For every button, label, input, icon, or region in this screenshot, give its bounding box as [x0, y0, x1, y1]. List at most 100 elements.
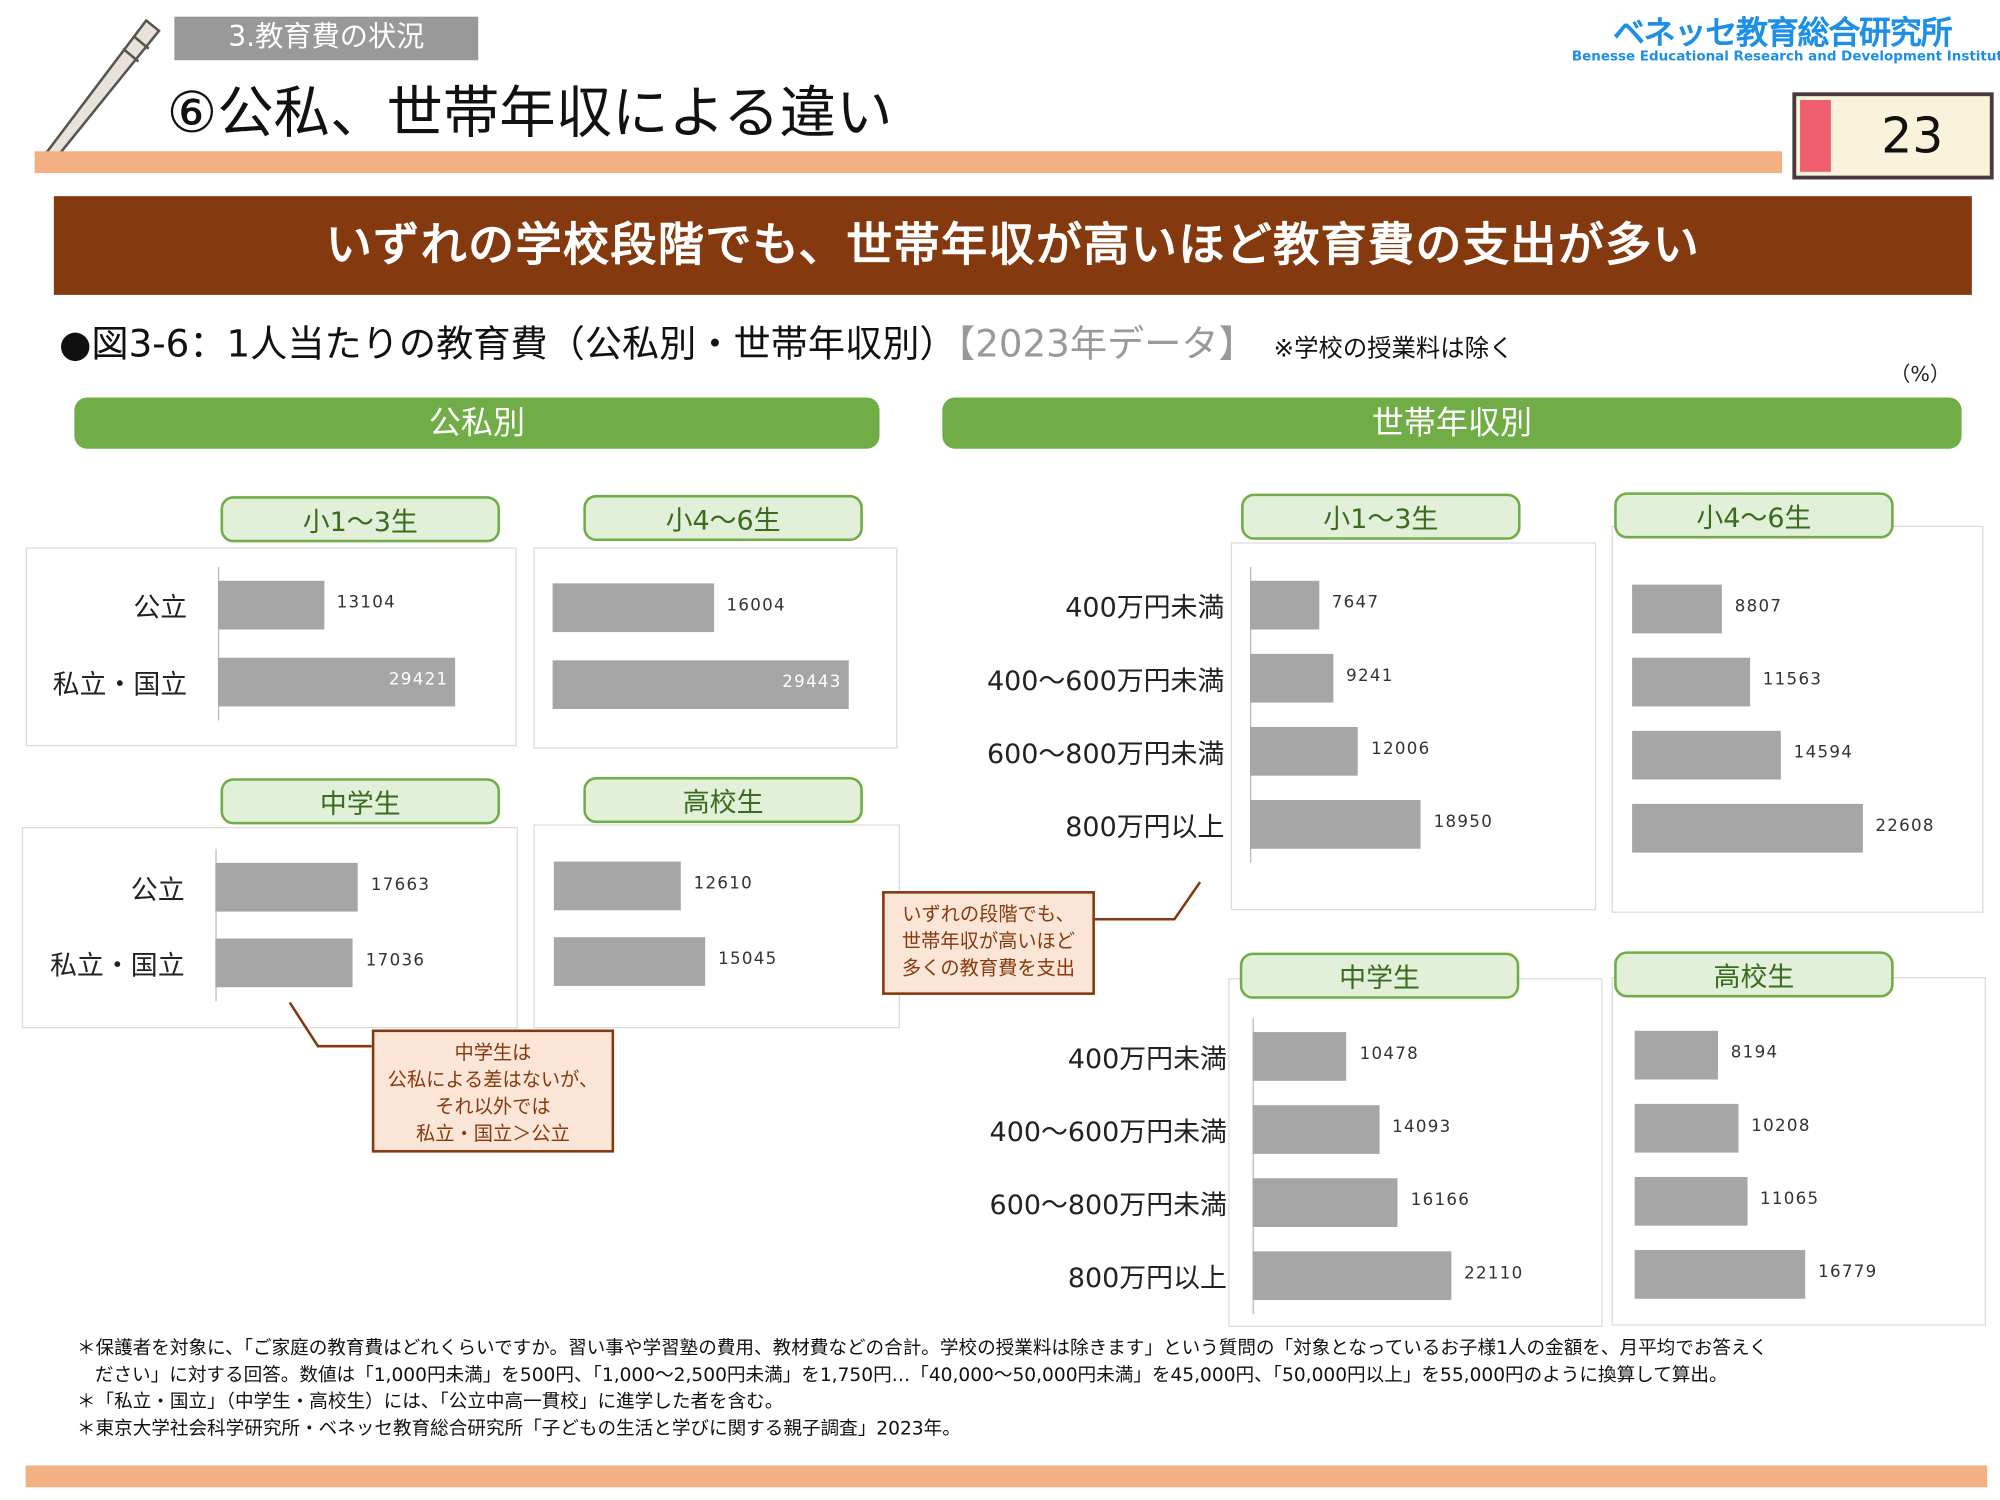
page-number-box: 23 — [1792, 92, 1994, 180]
bar — [1632, 657, 1750, 707]
callout-line: いずれの段階でも、 — [902, 902, 1075, 926]
data-label: 7647 — [1331, 593, 1380, 613]
callout-line: 公私による差はないが、 — [387, 1067, 599, 1092]
data-label: 10478 — [1359, 1044, 1420, 1065]
callout-line: それ以外では — [435, 1094, 551, 1118]
bar — [553, 861, 681, 911]
chart-title: 高校生 — [1614, 951, 1894, 998]
data-label: 16004 — [726, 596, 786, 616]
bar — [1250, 580, 1319, 630]
section-tag: 3.教育費の状況 — [174, 16, 479, 61]
data-label: 8807 — [1734, 597, 1783, 617]
bar — [1252, 1032, 1347, 1081]
category-label: 400～600万円未満 — [989, 1116, 1227, 1148]
figure-year: 【2023年データ】 — [956, 321, 1256, 366]
page-title: ⑥公私、世帯年収による違い — [166, 80, 893, 147]
footnote: ＊「私立・国立」（中学生・高校生）には、「公立中高一貫校」に進学した者を含む。 — [76, 1392, 784, 1413]
bar — [1632, 730, 1781, 780]
logo-text: ベネッセ教育総合研究所 — [1612, 14, 1953, 52]
chart-title: 小4～6生 — [1614, 492, 1894, 539]
callout-line: 多くの教育費を支出 — [901, 956, 1076, 980]
callout-line: 世帯年収が高いほど — [901, 929, 1076, 953]
bar — [1252, 1251, 1452, 1301]
data-label: 9241 — [1346, 666, 1394, 686]
data-label: 8194 — [1730, 1043, 1779, 1063]
data-label: 17663 — [370, 875, 431, 895]
figure-title-text: ●図3-6：1人当たりの教育費（公私別・世帯年収別） — [58, 321, 957, 366]
data-label: 10208 — [1751, 1116, 1811, 1136]
bar — [215, 862, 359, 912]
data-label: 29443 — [782, 673, 842, 693]
data-label: 16166 — [1410, 1191, 1471, 1211]
callout-income: いずれの段階でも、 世帯年収が高いほど 多くの教育費を支出 — [882, 891, 1095, 995]
category-label: 400万円未満 — [1065, 592, 1225, 624]
bar — [552, 660, 849, 710]
income-header: 世帯年収別 — [942, 397, 1962, 449]
chart-axis — [215, 848, 217, 1002]
callout-income-connector — [1093, 881, 1202, 921]
bar — [1634, 1176, 1748, 1226]
category-label: 600～800万円未満 — [986, 738, 1225, 770]
unit-label: （%） — [1889, 361, 1951, 386]
chart-title: 中学生 — [220, 778, 501, 825]
chart-title: 小1～3生 — [220, 496, 501, 543]
category-label: 私立・国立 — [50, 950, 185, 981]
data-label: 16779 — [1818, 1262, 1878, 1283]
category-label: 800万円以上 — [1067, 1262, 1227, 1294]
data-label: 14093 — [1392, 1117, 1452, 1138]
data-label: 22110 — [1464, 1264, 1524, 1284]
logo-subtext: Benesse Educational Research and Develop… — [1571, 48, 2000, 65]
category-label: 公立 — [133, 592, 188, 624]
callout-line: 私立・国立＞公立 — [416, 1121, 570, 1145]
chart-frame — [533, 547, 898, 749]
data-label: 15045 — [718, 950, 778, 970]
data-label: 12006 — [1371, 739, 1431, 760]
page-number-accent — [1800, 100, 1831, 172]
footer-divider — [25, 1465, 1988, 1488]
bar — [1250, 653, 1334, 703]
bar — [215, 938, 353, 988]
category-label: 400～600万円未満 — [986, 665, 1225, 697]
category-label: 公立 — [130, 874, 185, 906]
footnote: ＊東京大学社会科学研究所・ベネッセ教育総合研究所「子どもの生活と学びに関する親子… — [76, 1419, 961, 1440]
bar — [1632, 584, 1722, 634]
data-label: 18950 — [1433, 812, 1494, 833]
data-label: 22608 — [1875, 816, 1935, 836]
category-label: 800万円以上 — [1065, 811, 1225, 843]
bar — [1250, 726, 1359, 776]
bar — [553, 937, 706, 986]
callout-junior-high: 中学生は 公私による差はないが、 それ以外では 私立・国立＞公立 — [371, 1029, 615, 1153]
chart-frame — [25, 547, 517, 747]
bar — [1632, 803, 1863, 853]
footnote: ださい」に対する回答。数値は「1,000円未満」を500円、「1,000～2,5… — [94, 1365, 1728, 1386]
bar — [1634, 1250, 1806, 1299]
chart-axis — [1252, 1017, 1254, 1315]
chart-frame — [533, 824, 901, 1029]
bar — [552, 583, 714, 633]
bar — [1252, 1105, 1380, 1154]
callout-junior-connector — [288, 1001, 372, 1048]
callout-connectors — [288, 881, 1202, 1048]
bar — [1250, 800, 1421, 849]
public-private-header: 公私別 — [74, 397, 880, 449]
data-label: 11065 — [1759, 1189, 1820, 1210]
page-number: 23 — [1881, 107, 1944, 165]
header-divider — [34, 151, 1783, 174]
chart-title: 小4～6生 — [583, 494, 863, 542]
chart-title: 高校生 — [583, 776, 863, 824]
bar — [1634, 1030, 1718, 1080]
chart-axis — [1250, 566, 1252, 863]
data-label: 14594 — [1793, 743, 1854, 763]
bar — [217, 580, 324, 630]
category-label: 600～800万円未満 — [989, 1189, 1227, 1221]
category-label: 私立・国立 — [52, 669, 188, 701]
data-label: 17036 — [365, 951, 426, 971]
chart-title: 小1～3生 — [1241, 493, 1521, 540]
chart-axis — [217, 566, 220, 721]
chart-frame — [21, 826, 518, 1029]
footnotes: ＊保護者を対象に、「ご家庭の教育費はどれくらいですか。習い事や学習塾の費用、教材… — [77, 1336, 1768, 1444]
figure-note: ※学校の授業料は除く — [1273, 334, 1514, 363]
bar — [1634, 1103, 1739, 1153]
data-label: 12610 — [693, 874, 754, 894]
